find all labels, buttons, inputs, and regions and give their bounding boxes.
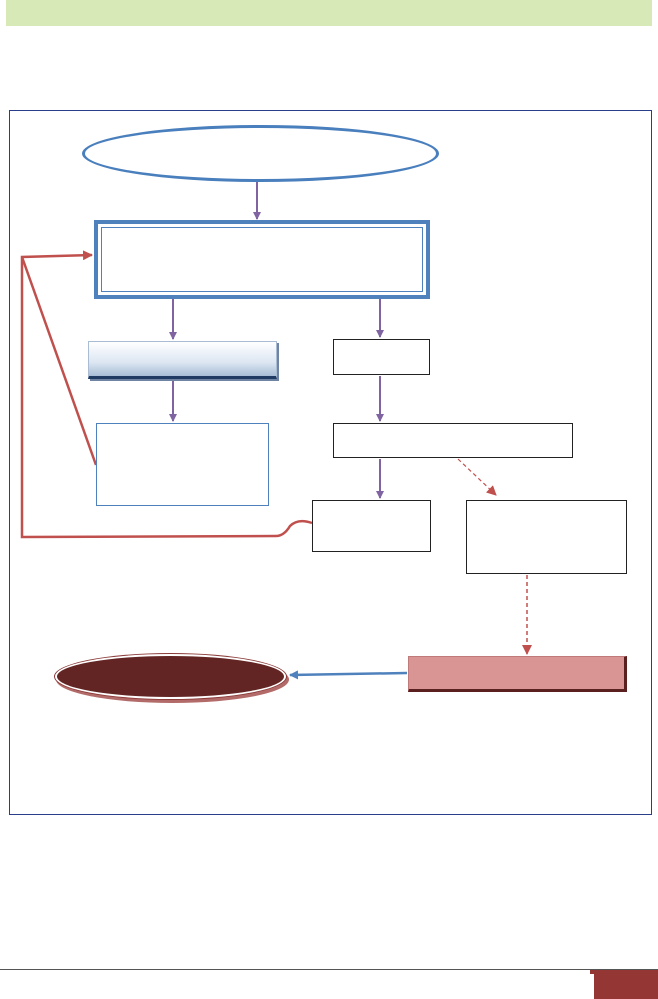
middle-box [312, 500, 431, 552]
header-band [6, 0, 652, 26]
gradient-box [88, 341, 277, 379]
footer-rule [0, 969, 658, 970]
feedback-diagonal-line [20, 256, 98, 466]
arrow-pink-to-end [289, 670, 408, 680]
start-oval [82, 125, 439, 182]
diagram-frame [9, 110, 652, 815]
pink-box [408, 656, 627, 692]
feedback-loop-line [20, 250, 313, 539]
wide-box [333, 423, 573, 458]
right-box [466, 500, 627, 574]
page-number-tab [590, 970, 658, 999]
small-box [333, 339, 430, 375]
left-box [96, 423, 269, 506]
main-process-box [94, 220, 430, 299]
dashed-arrow-wide-to-right [457, 458, 497, 496]
end-oval [55, 654, 286, 699]
